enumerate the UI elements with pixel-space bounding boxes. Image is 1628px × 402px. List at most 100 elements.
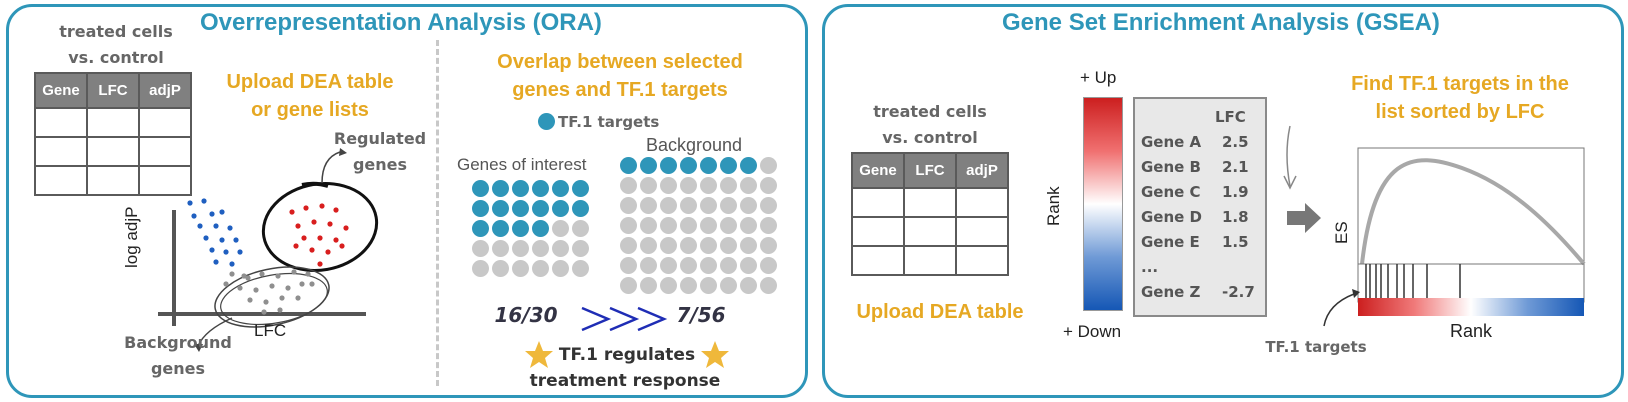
background-dots bbox=[620, 157, 777, 294]
right-arrow-icon bbox=[1287, 203, 1321, 233]
target-gene-dot bbox=[532, 200, 549, 217]
target-gene-dot bbox=[512, 220, 529, 237]
gene-lfc: 1.8 bbox=[1222, 208, 1249, 226]
target-gene-dot bbox=[740, 157, 757, 174]
target-gene-dot bbox=[512, 180, 529, 197]
target-gene-dot bbox=[620, 157, 637, 174]
gene-dot bbox=[740, 257, 757, 274]
gene-lfc: 2.1 bbox=[1222, 158, 1249, 176]
ora-divider bbox=[436, 40, 439, 386]
gene-dot bbox=[760, 257, 777, 274]
gene-dot bbox=[680, 277, 697, 294]
gene-dot bbox=[620, 197, 637, 214]
gsea-col-adjp: adjP bbox=[955, 152, 1009, 189]
gene-name: Gene C bbox=[1141, 183, 1201, 201]
gene-dot bbox=[620, 217, 637, 234]
target-gene-dot bbox=[532, 220, 549, 237]
gsea-col-gene: Gene bbox=[851, 152, 905, 189]
rank-vertical-label: Rank bbox=[1044, 186, 1063, 226]
target-gene-dot bbox=[700, 157, 717, 174]
gene-dot bbox=[512, 240, 529, 257]
gsea-dea-table: Gene LFC adjP bbox=[851, 152, 1009, 276]
gene-lfc: -2.7 bbox=[1222, 283, 1255, 301]
gsea-plot bbox=[1357, 147, 1586, 303]
target-gene-dot bbox=[552, 200, 569, 217]
interest-dots bbox=[472, 180, 589, 277]
gene-dot bbox=[492, 240, 509, 257]
ora-upload-text-1: Upload DEA table bbox=[226, 71, 394, 93]
rank-down-label: + Down bbox=[1063, 322, 1122, 341]
target-gene-dot bbox=[492, 200, 509, 217]
target-gene-dot bbox=[720, 157, 737, 174]
regulated-label-2: genes bbox=[352, 155, 408, 174]
gene-dot bbox=[512, 260, 529, 277]
es-label: ES bbox=[1332, 221, 1351, 244]
gene-dot bbox=[740, 277, 757, 294]
gene-dot bbox=[472, 260, 489, 277]
gene-dot bbox=[760, 157, 777, 174]
target-gene-dot bbox=[472, 180, 489, 197]
star-icon bbox=[701, 341, 729, 368]
gene-dot bbox=[700, 277, 717, 294]
gene-dot bbox=[760, 277, 777, 294]
gene-dot bbox=[740, 237, 757, 254]
gene-name: ... bbox=[1141, 258, 1159, 276]
gsea-col-lfc: LFC bbox=[903, 152, 957, 189]
lfc-header: LFC bbox=[1215, 108, 1246, 126]
gsea-table-caption-2: vs. control bbox=[882, 128, 978, 147]
gene-dot bbox=[640, 197, 657, 214]
target-gene-dot bbox=[640, 157, 657, 174]
gene-name: Gene D bbox=[1141, 208, 1203, 226]
gene-dot bbox=[700, 217, 717, 234]
gene-dot bbox=[552, 220, 569, 237]
background-label-2: genes bbox=[150, 359, 206, 378]
ratio-right: 7/56 bbox=[676, 303, 726, 327]
ora-upload-text-2: or gene lists bbox=[251, 99, 369, 121]
target-gene-dot bbox=[512, 200, 529, 217]
gene-dot bbox=[680, 197, 697, 214]
ranked-gene-list bbox=[1133, 97, 1267, 317]
gene-dot bbox=[720, 257, 737, 274]
gene-dot bbox=[660, 217, 677, 234]
rank-up-label: + Up bbox=[1080, 68, 1117, 87]
volcano-xlabel: LFC bbox=[254, 321, 287, 340]
gene-dot bbox=[680, 177, 697, 194]
conclusion-1: TF.1 regulates bbox=[558, 345, 696, 365]
target-gene-dot bbox=[472, 220, 489, 237]
background-label-1: Background bbox=[124, 333, 232, 352]
gene-dot bbox=[720, 177, 737, 194]
gene-dot bbox=[620, 237, 637, 254]
gene-dot bbox=[660, 277, 677, 294]
find-text-1: Find TF.1 targets in the bbox=[1351, 73, 1569, 95]
gene-dot bbox=[472, 240, 489, 257]
conclusion-2: treatment response bbox=[529, 371, 721, 391]
ratio-left: 16/30 bbox=[494, 303, 558, 327]
gene-dot bbox=[620, 257, 637, 274]
ora-table-caption-1: treated cells bbox=[59, 22, 173, 41]
target-gene-dot bbox=[660, 157, 677, 174]
legend-label: TF.1 targets bbox=[558, 113, 660, 131]
targets-arrow-icon bbox=[1323, 289, 1360, 327]
gene-dot bbox=[700, 257, 717, 274]
gsea-rank-label: Rank bbox=[1450, 321, 1493, 341]
gene-dot bbox=[572, 240, 589, 257]
target-gene-dot bbox=[680, 157, 697, 174]
gene-name: Gene E bbox=[1141, 233, 1200, 251]
gsea-table-caption-1: treated cells bbox=[873, 102, 987, 121]
ora-col-adjp: adjP bbox=[138, 72, 192, 109]
gene-dot bbox=[760, 217, 777, 234]
gene-dot bbox=[700, 197, 717, 214]
legend-dot bbox=[538, 113, 555, 130]
gene-dot bbox=[700, 177, 717, 194]
target-gene-dot bbox=[552, 180, 569, 197]
rank-color-bar bbox=[1083, 97, 1123, 311]
gene-dot bbox=[532, 240, 549, 257]
ora-col-lfc: LFC bbox=[86, 72, 140, 109]
gene-dot bbox=[720, 197, 737, 214]
ora-title: Overrepresentation Analysis (ORA) bbox=[200, 9, 602, 36]
gene-dot bbox=[760, 197, 777, 214]
gene-dot bbox=[680, 217, 697, 234]
gsea-rank-color-bar bbox=[1358, 298, 1584, 316]
gene-dot bbox=[552, 240, 569, 257]
gene-dot bbox=[532, 260, 549, 277]
